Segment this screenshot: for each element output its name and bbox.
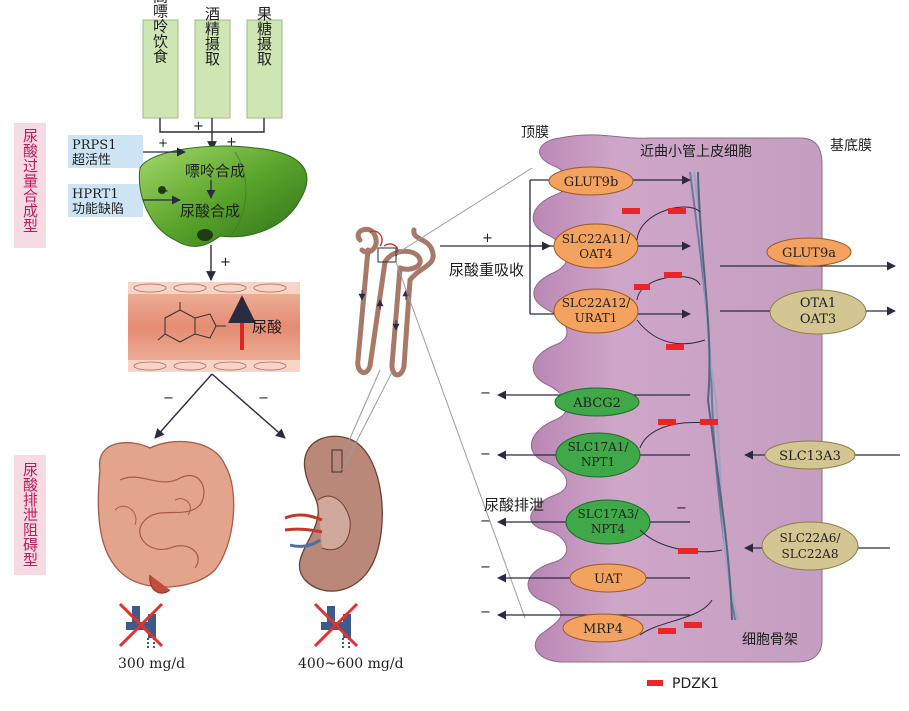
pdzk1-links (636, 206, 723, 636)
overproduction-label-box (14, 123, 46, 248)
transporter-slc22a11: SLC22A11/ OAT4 (530, 223, 691, 269)
slc22a8-label: SLC22A8 (782, 547, 839, 561)
faucet-icon (118, 602, 164, 648)
nephron-illustration (355, 226, 436, 378)
plus-sign: + (220, 255, 231, 270)
slc17a1-label: SLC17A1/ (568, 440, 630, 454)
alcohol-box (194, 19, 231, 119)
faucet-icon (313, 602, 359, 648)
underexcretion-label: 尿酸排泄阻碍型 (21, 462, 39, 567)
hprt1-sub-text: 功能缺陷 (72, 202, 124, 217)
transporter-uat: UAT − (480, 560, 690, 593)
transporter-ota1: OTA1 OAT3 (720, 289, 896, 335)
ota1-label: OTA1 (800, 296, 836, 311)
uat-label: UAT (594, 572, 622, 587)
npt1-label: NPT1 (581, 455, 615, 469)
transporter-mrp4: MRP4 − (480, 605, 690, 643)
kidney-dose-label: 400~600 mg/d (298, 656, 404, 672)
zoom-lines (341, 167, 533, 619)
slc22a11-label: SLC22A11/ (562, 232, 632, 246)
oat3-label: OAT3 (800, 312, 836, 327)
transporter-slc17a3: SLC17A3/ NPT4 − − (480, 499, 690, 545)
apical-label: 顶膜 (521, 125, 549, 141)
minus-sign: − (480, 386, 491, 401)
plus-sign: + (482, 231, 493, 246)
slc13a3-label: SLC13A3 (779, 449, 841, 464)
glut9a-label: GLUT9a (782, 246, 836, 261)
pdzk1-markers (622, 208, 718, 634)
kidney-illustration (284, 435, 383, 592)
slc22a6-label: SLC22A6/ (780, 531, 842, 545)
glut9b-label: GLUT9b (564, 175, 619, 190)
cytoskeleton-label: 细胞骨架 (742, 632, 798, 648)
prps1-sub-text: 超活性 (72, 153, 111, 168)
liver-illustration (138, 145, 308, 247)
slc22a12-label: SLC22A12/ (562, 296, 632, 310)
mrp4-label: MRP4 (583, 622, 623, 637)
npt4-label: NPT4 (591, 522, 626, 536)
reabsorption-label: 尿酸重吸收 (449, 261, 524, 279)
transporter-slc22a6: SLC22A6/ SLC22A8 (744, 521, 890, 571)
pdzk1-legend-swatch (647, 680, 663, 686)
transporter-abcg2: ABCG2 − (480, 386, 690, 417)
pdzk1-legend-label: PDZK1 (672, 676, 719, 692)
cell-title: 近曲小管上皮细胞 (640, 144, 752, 160)
minus-sign: − (480, 447, 491, 462)
transporter-glut9b: GLUT9b (530, 166, 691, 196)
nephron-capillary (369, 230, 399, 257)
transporter-glut9a: GLUT9a (720, 237, 896, 271)
intestine-illustration (97, 440, 235, 594)
oat4-label: OAT4 (579, 247, 613, 261)
abcg2-label: ABCG2 (572, 396, 621, 411)
transporter-slc22a12: SLC22A12/ URAT1 (530, 288, 691, 334)
transporter-slc13a3: SLC13A3 (744, 440, 900, 470)
prps1-text: PRPS1 (72, 138, 116, 153)
underexcretion-label-box (14, 455, 46, 575)
transporter-slc17a1: SLC17A1/ NPT1 − (480, 432, 690, 478)
hprt1-text: HPRT1 (72, 187, 119, 202)
prps1-box (68, 135, 143, 168)
gut-dose-label: 300 mg/d (118, 656, 185, 672)
plus-sign: + (226, 135, 237, 150)
minus-sign: − (480, 560, 491, 575)
minus-sign: − (480, 605, 491, 620)
fructose-text: 果糖摄取 (255, 6, 273, 66)
overproduction-label: 尿酸过量合成型 (21, 128, 39, 233)
minus-sign: − (676, 501, 687, 516)
nephron-flow-arrows (358, 289, 410, 331)
slc17a3-label: SLC17A3/ (578, 507, 640, 521)
alcohol-text: 酒精摄取 (203, 6, 221, 66)
basolateral-label: 基底膜 (830, 137, 872, 154)
minus-sign: − (258, 391, 269, 406)
uric-acid-molecule (157, 302, 226, 343)
purine-diet-box (142, 19, 179, 119)
minus-sign: − (480, 514, 491, 529)
excretion-label: 尿酸排泄 (484, 496, 544, 514)
urat1-label: URAT1 (575, 311, 618, 325)
minus-sign: − (163, 391, 174, 406)
purine-diet-text: 高嘌呤饮食 (151, 0, 169, 64)
plus-sign: + (158, 136, 168, 150)
blood-uric-acid-label: 尿酸 (252, 318, 282, 336)
minus-sign: − (158, 184, 169, 199)
plus-sign: + (193, 119, 204, 134)
purine-synthesis-label: 嘌呤合成 (185, 162, 245, 180)
cytoskeleton (689, 171, 739, 621)
blood-vessel: 尿酸 (128, 282, 300, 372)
intake-boxes: 高嘌呤饮食 酒精摄取 果糖摄取 + + (142, 0, 283, 150)
fructose-box (246, 19, 283, 119)
hprt1-box (68, 184, 143, 217)
uric-acid-synthesis-label: 尿酸合成 (180, 202, 240, 220)
